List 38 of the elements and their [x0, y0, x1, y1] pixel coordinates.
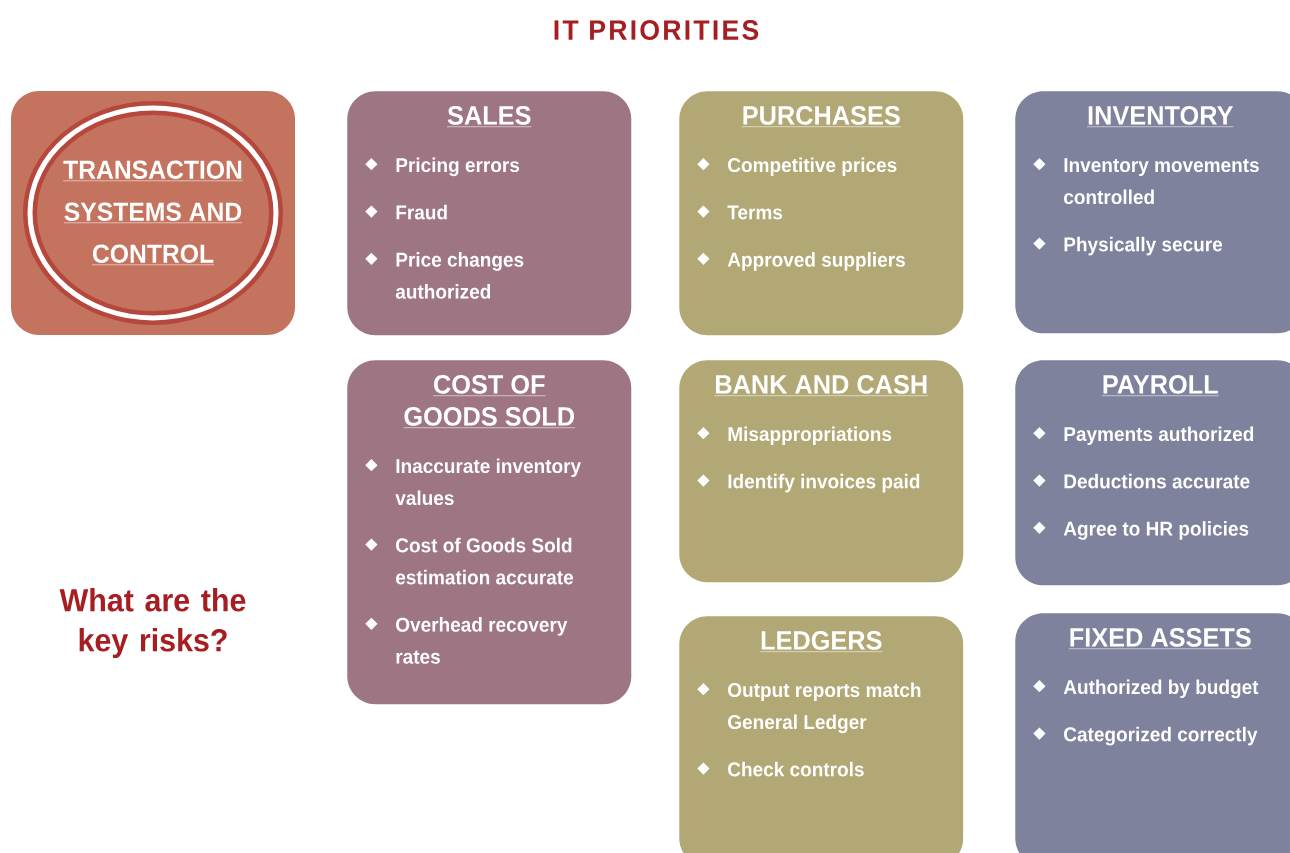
category-box — [1015, 360, 1290, 586]
heading: PAYROLL — [1101, 375, 1219, 396]
question-text: What are the key risks? — [59, 588, 246, 658]
category-box — [679, 360, 964, 583]
list-item: Competitive prices — [728, 157, 897, 177]
list-item: Deductions accurate — [1064, 473, 1250, 489]
heading: INVENTORY — [1086, 106, 1234, 127]
list-item: Payments authorized — [1064, 426, 1254, 446]
heading: BANK AND CASH — [714, 375, 929, 396]
category-box — [679, 91, 964, 336]
list-item: Approved suppliers — [727, 252, 905, 271]
list-item: Misappropriations — [728, 426, 892, 446]
list-item: Physically secure — [1064, 236, 1223, 256]
category-box — [1015, 613, 1290, 853]
list-item: Price changes authorized — [395, 252, 524, 299]
category-box — [347, 91, 632, 336]
heading: SALES — [446, 106, 532, 127]
list-item: Inaccurate inventory values — [395, 458, 581, 506]
list-item: Identify invoices paid — [728, 473, 920, 493]
category-box — [679, 616, 964, 853]
list-item: Pricing errors — [396, 157, 520, 177]
list-item: Check controls — [728, 761, 864, 777]
heading: COST OF GOODS SOLD — [403, 375, 576, 428]
list-item: Authorized by budget — [1063, 679, 1259, 699]
list-item: Terms — [727, 205, 783, 220]
list-item: Overhead recovery rates — [396, 617, 568, 664]
heading: LEDGERS — [759, 631, 883, 652]
list-item: Inventory movements controlled — [1064, 158, 1259, 205]
heading: PURCHASES — [741, 106, 902, 127]
category-box — [347, 360, 632, 705]
list-item: Cost of Goods Sold estimation accurate — [396, 537, 574, 585]
title: IT PRIORITIES — [554, 20, 759, 40]
heading: FIXED ASSETS — [1068, 628, 1253, 649]
list-item: Agree to HR policies — [1063, 521, 1249, 540]
list-item: Output reports match General Ledger — [728, 682, 921, 734]
list-item: Fraud — [396, 204, 447, 220]
list-item: Categorized correctly — [1064, 726, 1258, 746]
category-box — [1015, 91, 1290, 334]
